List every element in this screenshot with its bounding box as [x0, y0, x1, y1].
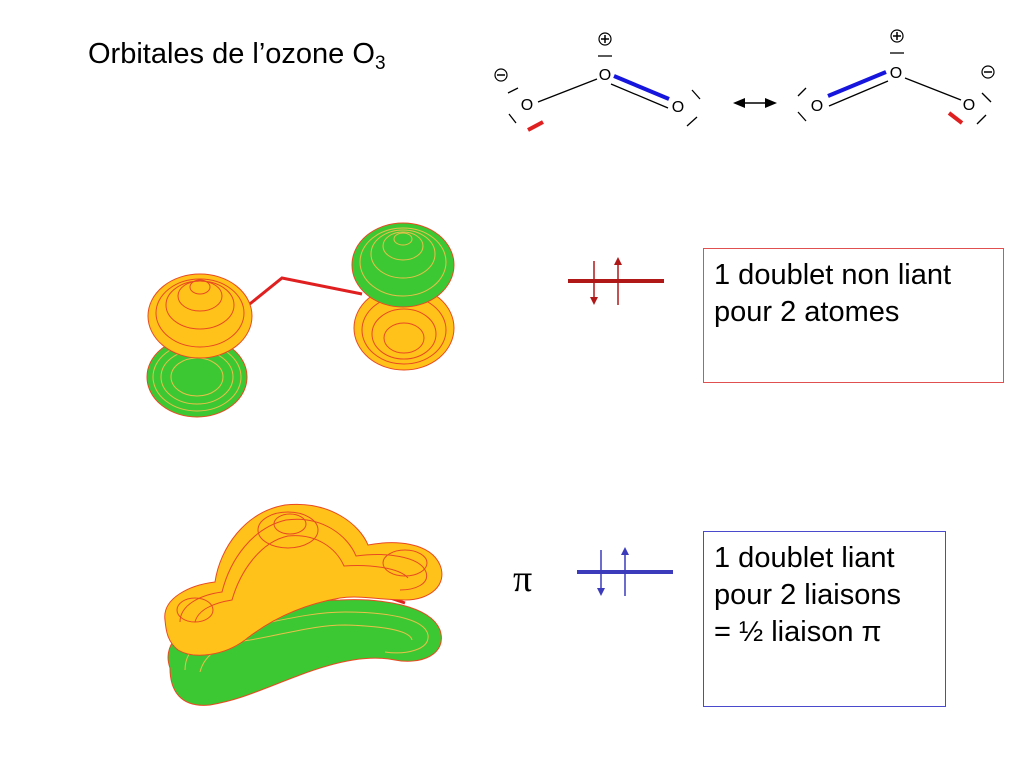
plus-charge-icon — [598, 32, 612, 46]
lone-pair-bar — [686, 116, 698, 127]
sigma-bond — [828, 80, 889, 107]
lone-pair-bar — [976, 114, 987, 125]
description-line: 1 doublet non liant — [714, 259, 952, 291]
nonbonding-energy-level — [568, 257, 664, 305]
resonance-arrow-icon — [733, 98, 777, 108]
sigma-bond — [610, 83, 669, 109]
lone-pair-red — [947, 111, 964, 125]
atom-o-left: O — [811, 98, 823, 115]
pi-bond-blue — [613, 74, 670, 101]
lone-pair-bar — [797, 111, 807, 122]
description-line: 1 doublet liant — [714, 542, 895, 574]
atom-o-top: O — [599, 67, 611, 84]
lone-pair-bar — [691, 89, 701, 100]
plus-charge-icon — [890, 29, 904, 43]
atom-o-right: O — [672, 99, 684, 116]
page-title: Orbitales de l’ozone O3 — [88, 38, 386, 74]
right-resonance-structure: O O O — [797, 29, 995, 125]
electron-spin-up-icon — [614, 257, 622, 305]
pi-bond-blue — [827, 70, 887, 98]
atom-o-top: O — [890, 65, 902, 82]
lone-pair-bar — [981, 92, 992, 103]
minus-charge-icon — [494, 68, 508, 82]
lone-pair-red — [527, 120, 544, 132]
lone-pair-bar — [507, 87, 519, 94]
electron-spin-down-icon — [590, 261, 598, 305]
minus-charge-icon — [981, 65, 995, 79]
electron-spin-down-icon — [597, 550, 605, 596]
description-line: pour 2 atomes — [714, 296, 900, 328]
title-text: Orbitales de l’ozone O — [88, 38, 375, 70]
description-line: pour 2 liaisons — [714, 579, 901, 611]
bonding-pi-orbital-image — [164, 503, 443, 706]
electron-spin-up-icon — [621, 547, 629, 596]
single-bond — [537, 78, 598, 103]
nonbonding-description-box: 1 doublet non liant pour 2 atomes — [703, 248, 1004, 383]
nonbonding-orbital-image — [146, 222, 455, 418]
pi-orbital-label: π — [513, 558, 533, 600]
atom-o-left: O — [521, 97, 533, 114]
title-subscript: 3 — [374, 53, 386, 74]
bonding-description-box: 1 doublet liant pour 2 liaisons = ½ liai… — [703, 531, 946, 707]
single-bond — [904, 77, 962, 101]
bonding-energy-level — [577, 547, 673, 596]
atom-o-right: O — [963, 97, 975, 114]
left-resonance-structure: O O O — [494, 32, 701, 132]
description-line: = ½ liaison π — [714, 616, 882, 648]
lone-pair-bar — [797, 87, 807, 97]
lone-pair-bar — [508, 113, 517, 124]
